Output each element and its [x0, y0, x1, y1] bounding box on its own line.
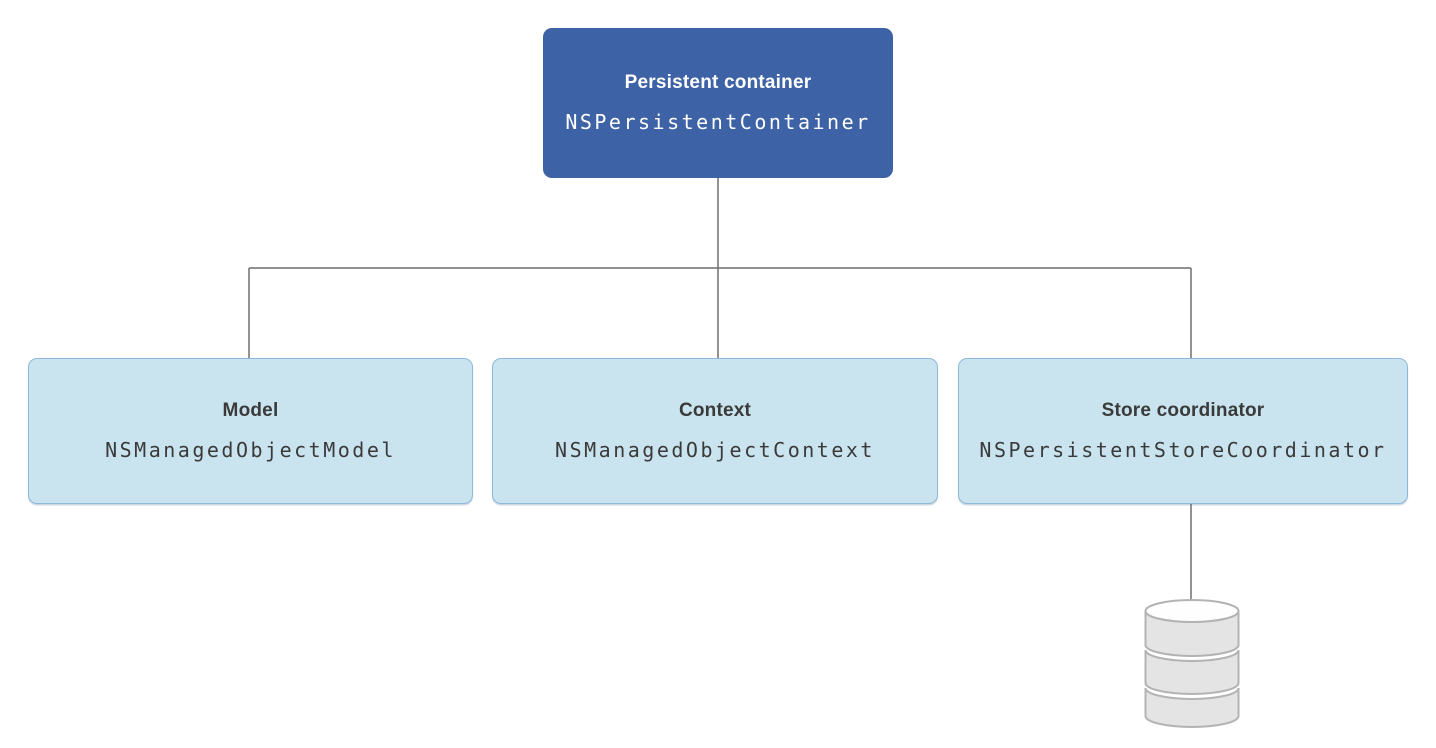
database-top-ellipse — [1144, 599, 1240, 623]
node-model-class: NSManagedObjectModel — [105, 438, 396, 462]
database-band-top — [1144, 610, 1240, 657]
node-persistent-container-class: NSPersistentContainer — [565, 110, 871, 134]
node-context: Context NSManagedObjectContext — [492, 358, 938, 504]
database-band-bottom — [1144, 687, 1240, 728]
database-icon — [1144, 599, 1240, 728]
node-persistent-container: Persistent container NSPersistentContain… — [543, 28, 893, 178]
node-model-title: Model — [222, 400, 279, 421]
node-store-coordinator-class: NSPersistentStoreCoordinator — [979, 438, 1387, 462]
node-persistent-container-title: Persistent container — [624, 72, 812, 93]
node-store-coordinator-title: Store coordinator — [1101, 400, 1265, 421]
database-band-middle — [1144, 649, 1240, 695]
node-context-class: NSManagedObjectContext — [555, 438, 875, 462]
node-context-title: Context — [678, 400, 752, 421]
node-model: Model NSManagedObjectModel — [28, 358, 473, 504]
node-store-coordinator: Store coordinator NSPersistentStoreCoord… — [958, 358, 1408, 504]
